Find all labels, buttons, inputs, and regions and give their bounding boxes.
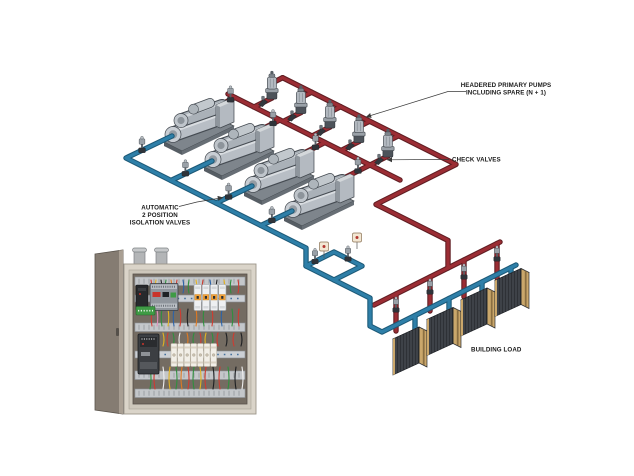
label-check-valves: CHECK VALVES (452, 157, 501, 164)
panel-door-edge (119, 250, 123, 414)
isolation-valve-3 (224, 182, 233, 200)
terminal-block-bank (170, 343, 218, 367)
primary-pump-1 (265, 70, 279, 100)
building-loads (392, 245, 530, 376)
circuit-breaker-4 (218, 284, 227, 311)
isolation-valve-2 (181, 159, 190, 177)
circuit-breaker-3 (209, 284, 219, 311)
panel-wiring (149, 279, 244, 390)
chiller-return-valve-4 (354, 156, 362, 174)
label-isolation-valves-line2: 2 POSITION (142, 212, 178, 219)
circuit-breaker-2 (201, 284, 211, 311)
leader-isolation-valves (178, 195, 224, 207)
annotations: HEADERED PRIMARY PUMPS INCLUDING SPARE (… (130, 82, 551, 354)
relay-module (135, 284, 149, 311)
label-isolation-valves-line3: ISOLATION VALVES (130, 220, 190, 227)
load-coil-2 (426, 307, 462, 356)
bypass-valve-2 (344, 245, 352, 262)
isolation-valve-4 (268, 205, 276, 224)
isolation-valve-1 (138, 135, 146, 154)
load-coil-1 (392, 326, 428, 376)
power-supply-module (137, 333, 160, 375)
circuit-breaker-1 (193, 284, 202, 311)
plc-display (152, 292, 161, 297)
label-building-load: BUILDING LOAD (471, 347, 522, 354)
sensor-tag-2 (352, 232, 362, 250)
wire-duct-4 (134, 388, 246, 398)
plc-module (149, 283, 179, 311)
label-headered-pumps-line2: INCLUDING SPARE (N + 1) (466, 90, 546, 97)
bypass-valve-1 (311, 247, 319, 265)
terminal-strip-green (135, 306, 156, 316)
label-isolation-valves-line1: AUTOMATIC (141, 205, 179, 212)
leader-headered-pumps (365, 91, 466, 118)
label-headered-pumps-line1: HEADERED PRIMARY PUMPS (461, 82, 552, 89)
door-handle-icon (116, 328, 119, 336)
control-panel (94, 247, 257, 415)
